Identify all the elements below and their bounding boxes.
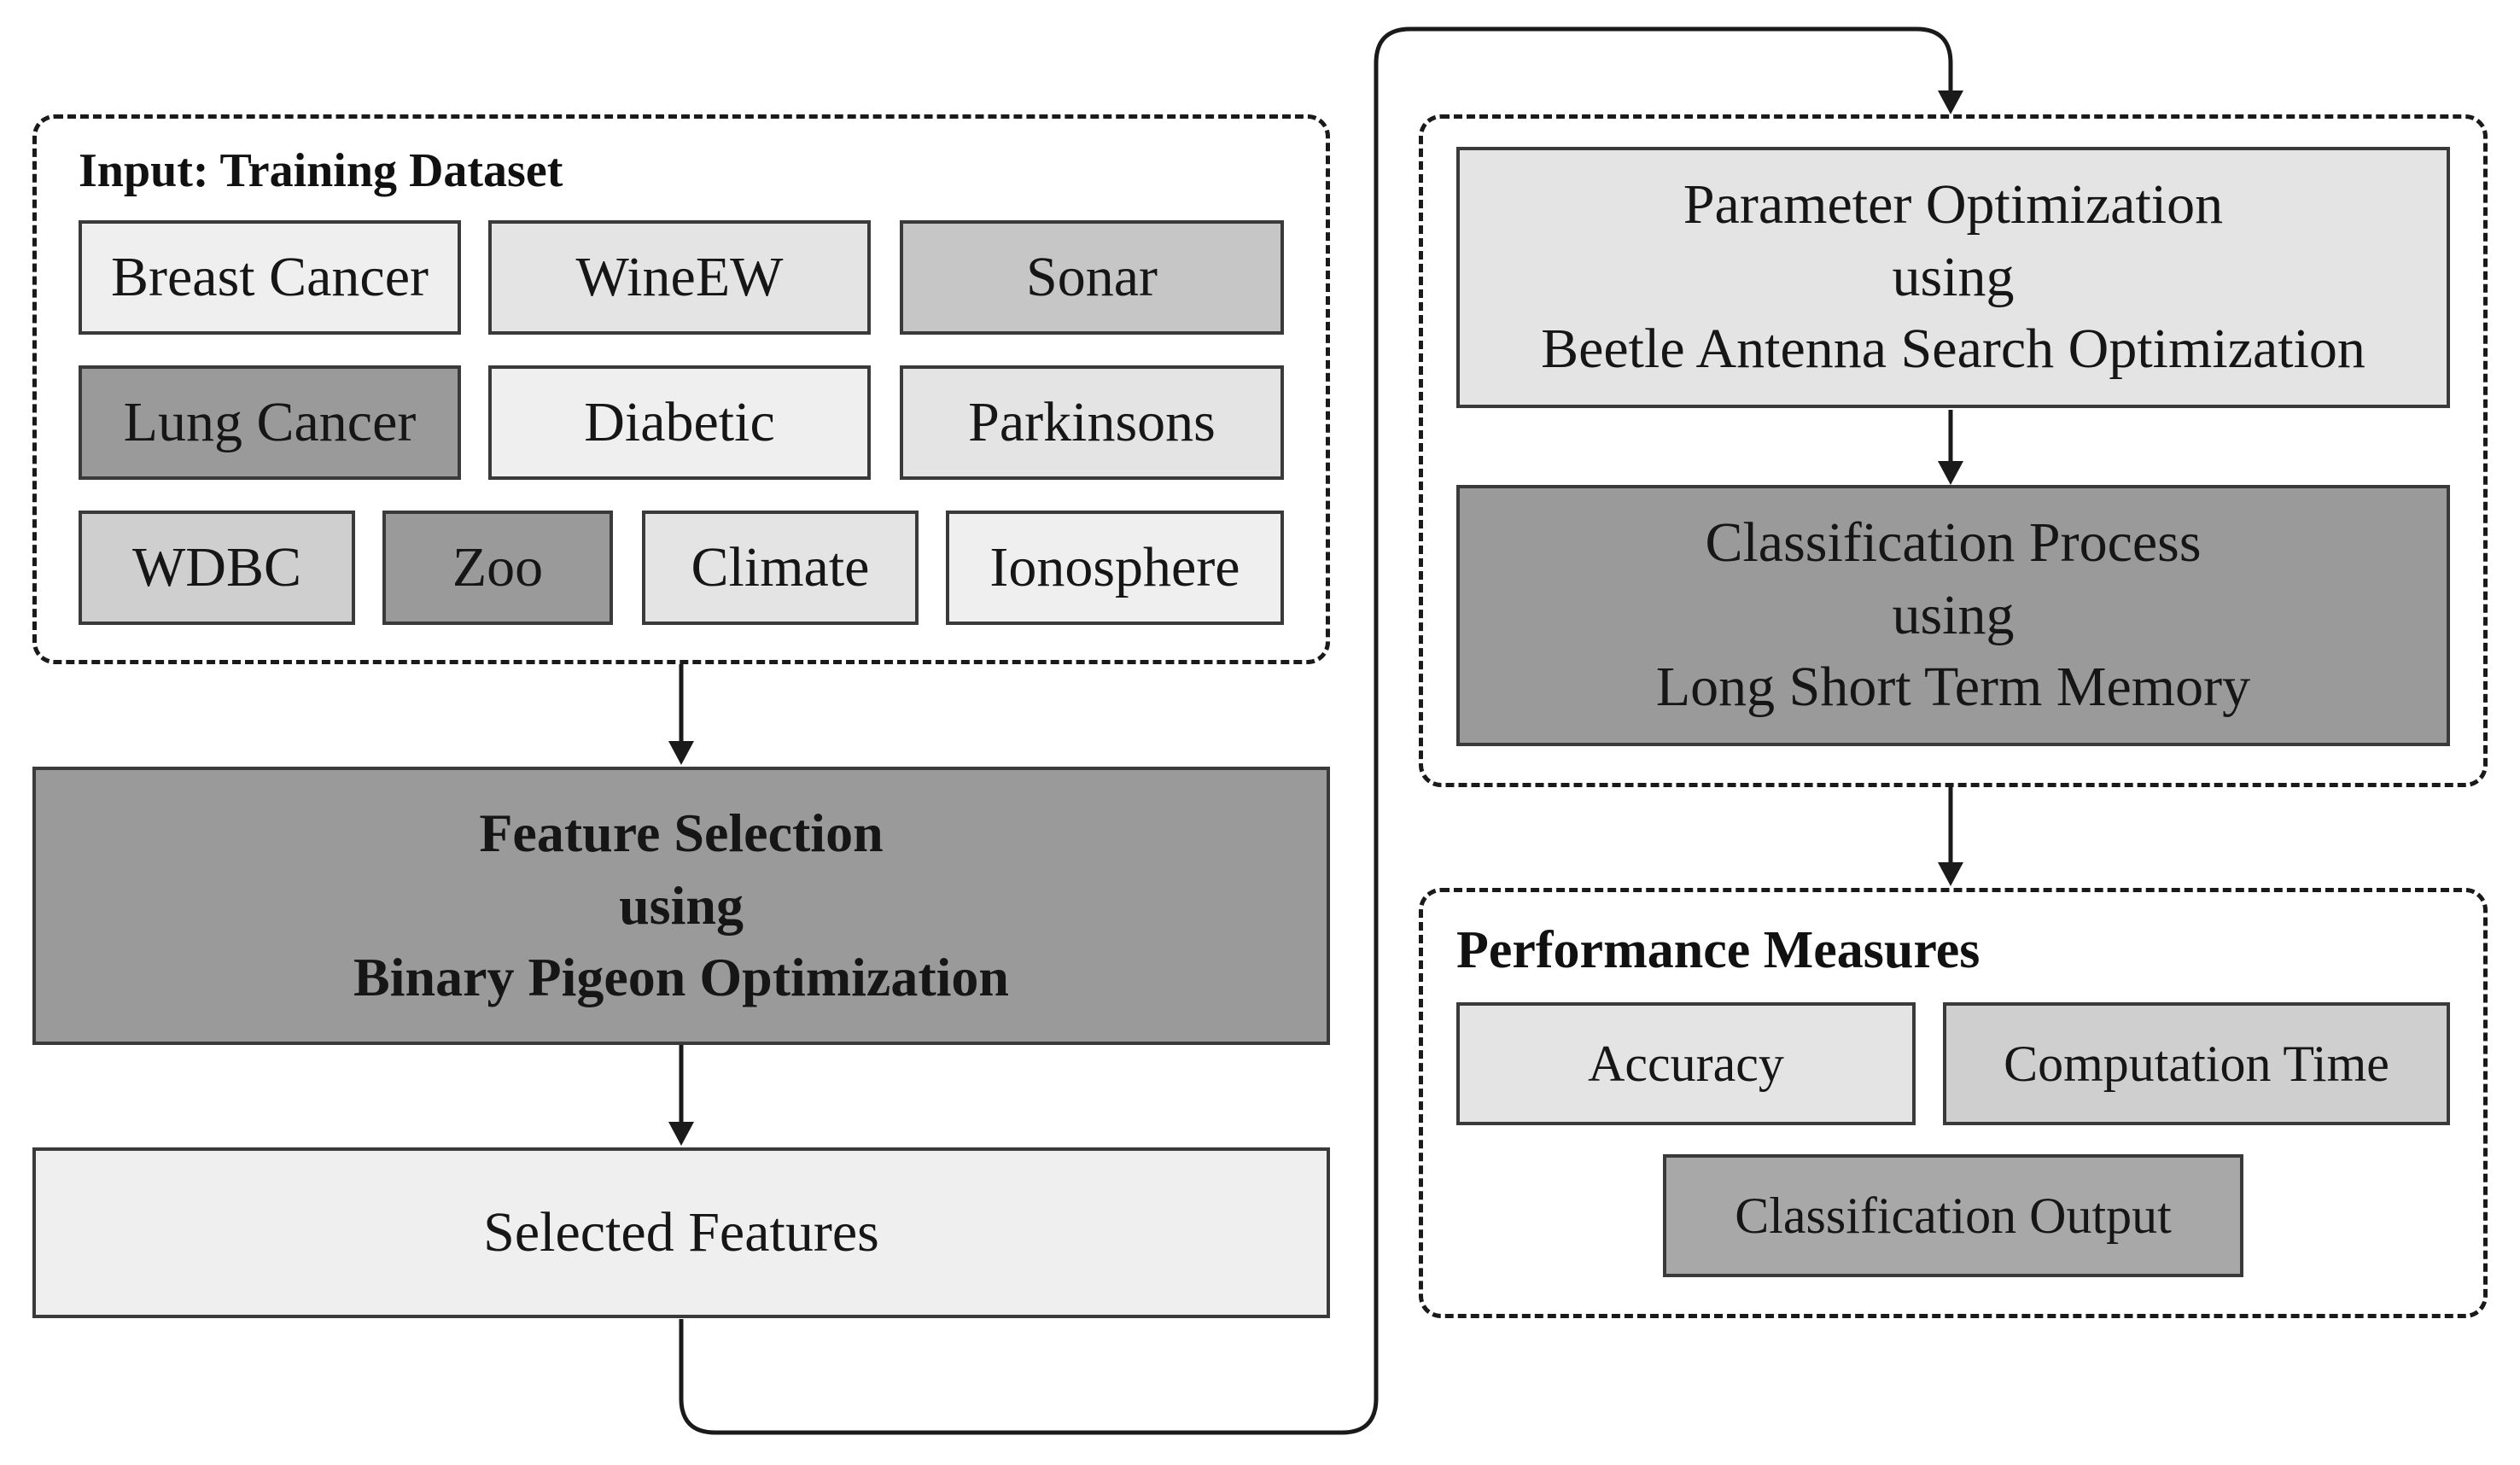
classification-line3: Long Short Term Memory [1655, 656, 2251, 719]
dataset-climate: Climate [642, 511, 919, 625]
performance-group [1419, 888, 2488, 1318]
arrowhead-classification [1938, 461, 1963, 485]
dataset-wineew: WineEW [488, 220, 871, 335]
parameter-optimization-box: Parameter Optimization using Beetle Ante… [1456, 147, 2450, 408]
dataset-sonar: Sonar [900, 220, 1284, 335]
input-group [32, 114, 1330, 664]
dataset-breast-cancer: Breast Cancer [79, 220, 461, 335]
arrowhead-feature-selection [668, 741, 694, 765]
dataset-parkinsons: Parkinsons [900, 365, 1284, 480]
classification-line2: using [1892, 583, 2015, 646]
feature-selection-line3: Binary Pigeon Optimization [353, 947, 1009, 1008]
parameter-optimization-line2: using [1892, 245, 2015, 308]
classification-line1: Classification Process [1705, 511, 2202, 575]
performance-title: Performance Measures [1456, 921, 1980, 979]
input-title: Input: Training Dataset [79, 144, 563, 197]
dataset-ionosphere: Ionosphere [946, 511, 1284, 625]
accuracy-box: Accuracy [1456, 1002, 1916, 1125]
feature-selection-line1: Feature Selection [479, 803, 884, 864]
parameter-optimization-line3: Beetle Antenna Search Optimization [1541, 318, 2365, 381]
classification-process-box: Classification Process using Long Short … [1456, 485, 2450, 746]
feature-selection-line2: using [619, 874, 744, 936]
arrowhead-optimization-group [1938, 90, 1963, 114]
connector-selected-to-optimization [679, 26, 1953, 1435]
selected-features-box: Selected Features [32, 1147, 1330, 1318]
dataset-diabetic: Diabetic [488, 365, 871, 480]
arrowhead-performance [1938, 862, 1963, 886]
feature-selection-box: Feature Selection using Binary Pigeon Op… [32, 767, 1330, 1045]
arrowhead-selected-features [668, 1122, 694, 1146]
computation-time-box: Computation Time [1943, 1002, 2450, 1125]
classification-output-box: Classification Output [1663, 1154, 2243, 1277]
dataset-wdbc: WDBC [79, 511, 355, 625]
parameter-optimization-line1: Parameter Optimization [1683, 173, 2224, 236]
dataset-zoo: Zoo [382, 511, 613, 625]
optimization-group [1419, 114, 2488, 787]
dataset-lung-cancer: Lung Cancer [79, 365, 461, 480]
